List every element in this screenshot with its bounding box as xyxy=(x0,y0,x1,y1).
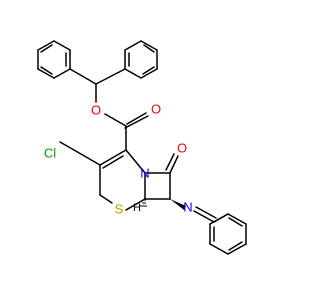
chemical-structure-diagram: O O O N N S Cl H xyxy=(37,40,247,255)
atom-label-sulfur: S xyxy=(115,202,124,217)
bond-ch2-cl xyxy=(59,141,75,151)
atom-label-ring-nitrogen: N xyxy=(140,166,149,181)
phenyl-ring-right xyxy=(124,40,158,79)
stereo-hash-bond xyxy=(140,199,147,207)
dihydrothiazine-ring xyxy=(99,149,146,211)
atom-label-stereo-hydrogen: H xyxy=(133,202,141,214)
atom-label-ester-oxygen: O xyxy=(91,103,101,118)
bond-ch-right-phenyl xyxy=(95,68,126,85)
bond-carbonyl-c-o xyxy=(126,112,147,125)
bond-n-ch-2 xyxy=(195,206,217,219)
bond-ch-left-phenyl xyxy=(69,68,97,85)
atom-label-layer: O O O N N S Cl H xyxy=(44,102,193,217)
bond-ester-o-carbonyl xyxy=(104,113,127,127)
bond-n-ch xyxy=(193,210,215,223)
atom-label-imine-nitrogen: N xyxy=(183,200,192,215)
bond-layer xyxy=(37,40,247,255)
atom-label-carbonyl-oxygen: O xyxy=(151,102,161,117)
beta-lactam-ring xyxy=(144,153,179,200)
phenyl-ring-left xyxy=(37,40,71,79)
atom-label-chlorine: Cl xyxy=(44,146,56,161)
phenyl-ring-bottom xyxy=(209,213,247,255)
bond-ring-ch2 xyxy=(73,149,101,166)
atom-label-lactam-oxygen: O xyxy=(177,141,187,156)
bond-carbonyl-c-o-2 xyxy=(124,115,149,129)
stereo-wedge-bond xyxy=(170,199,186,210)
